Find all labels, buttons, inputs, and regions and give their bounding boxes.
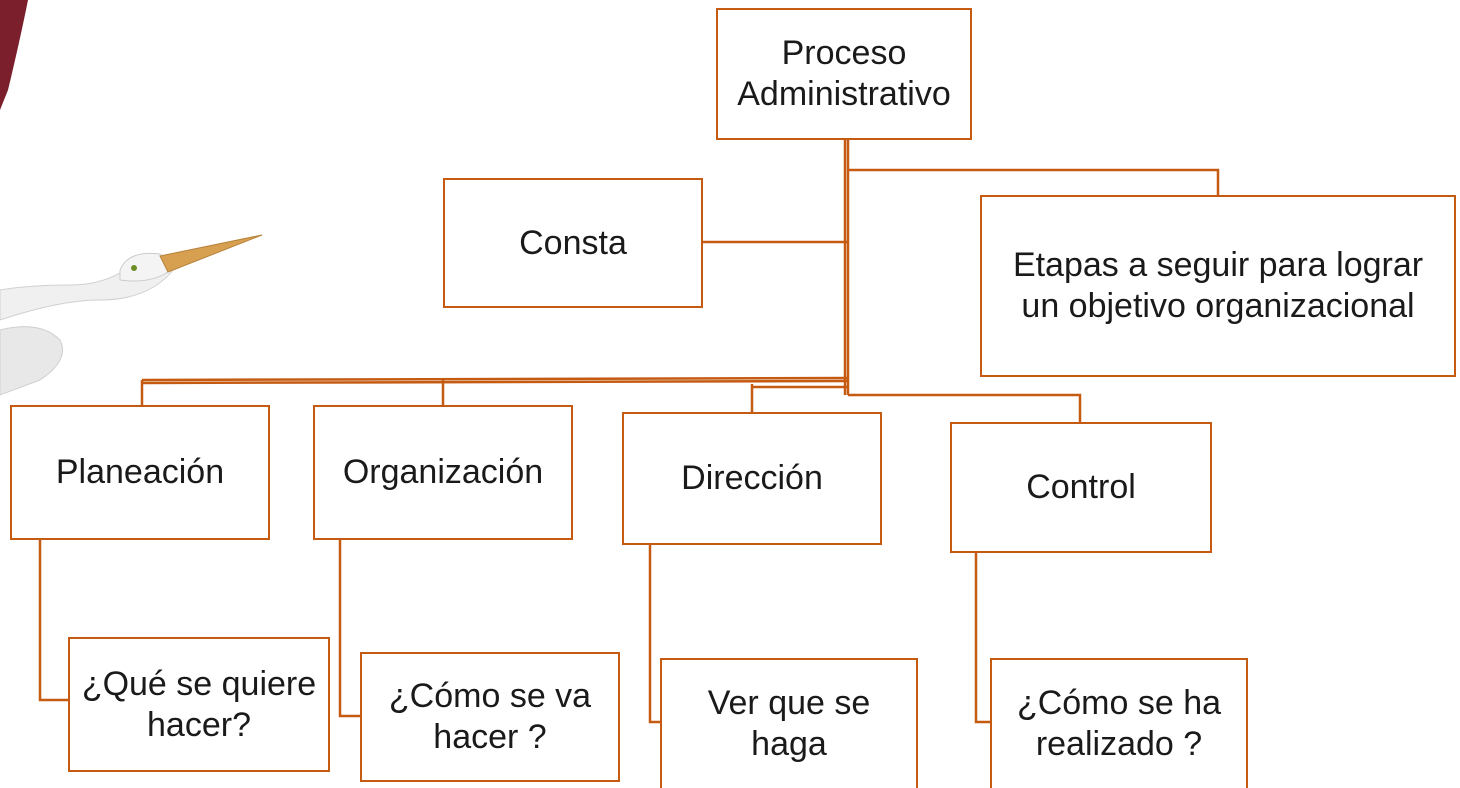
stage-node-organizacion: Organización: [313, 405, 573, 540]
stage-label: Organización: [342, 453, 544, 492]
heron-beak: [159, 234, 263, 273]
stage-node-planeacion: Planeación: [10, 405, 270, 540]
question-node-planeacion: ¿Qué se quiere hacer?: [68, 637, 330, 772]
heron-body: [0, 326, 63, 396]
stage-label: Dirección: [681, 459, 823, 498]
question-label: ¿Cómo se va hacer ?: [388, 677, 592, 756]
stage-label: Control: [1026, 468, 1136, 507]
heron-eye: [131, 265, 137, 271]
stage-label: Planeación: [55, 453, 225, 492]
stage-node-control: Control: [950, 422, 1212, 553]
stage-node-direccion: Dirección: [622, 412, 882, 545]
consta-label: Consta: [519, 223, 627, 262]
question-node-organizacion: ¿Cómo se va hacer ?: [360, 652, 620, 782]
question-node-direccion: Ver que se haga: [660, 658, 918, 788]
definition-connector: [848, 168, 1220, 195]
lower-bus-line: [752, 385, 1082, 422]
maroon-corner-decoration: [0, 0, 28, 110]
root-node: Proceso Administrativo: [716, 8, 972, 140]
question-label: ¿Qué se quiere hacer?: [81, 664, 317, 744]
consta-node: Consta: [443, 178, 703, 308]
planeacion-question-connector: [38, 540, 68, 702]
stages-bus-line-2: [141, 379, 849, 385]
direccion-question-connector: [648, 545, 660, 724]
question-node-control: ¿Cómo se ha realizado ?: [990, 658, 1248, 788]
question-label: Ver que se haga: [707, 684, 871, 763]
organizacion-question-connector: [338, 540, 360, 718]
question-label: ¿Cómo se ha realizado ?: [1016, 684, 1222, 763]
root-label: Proceso Administrativo: [737, 34, 951, 113]
control-question-connector: [974, 553, 990, 724]
definition-label: Etapas a seguir para lograr un objetivo …: [1012, 246, 1424, 325]
heron-illustration: [0, 0, 263, 396]
definition-node: Etapas a seguir para lograr un objetivo …: [980, 195, 1456, 377]
stages-bus-line: [141, 376, 849, 382]
